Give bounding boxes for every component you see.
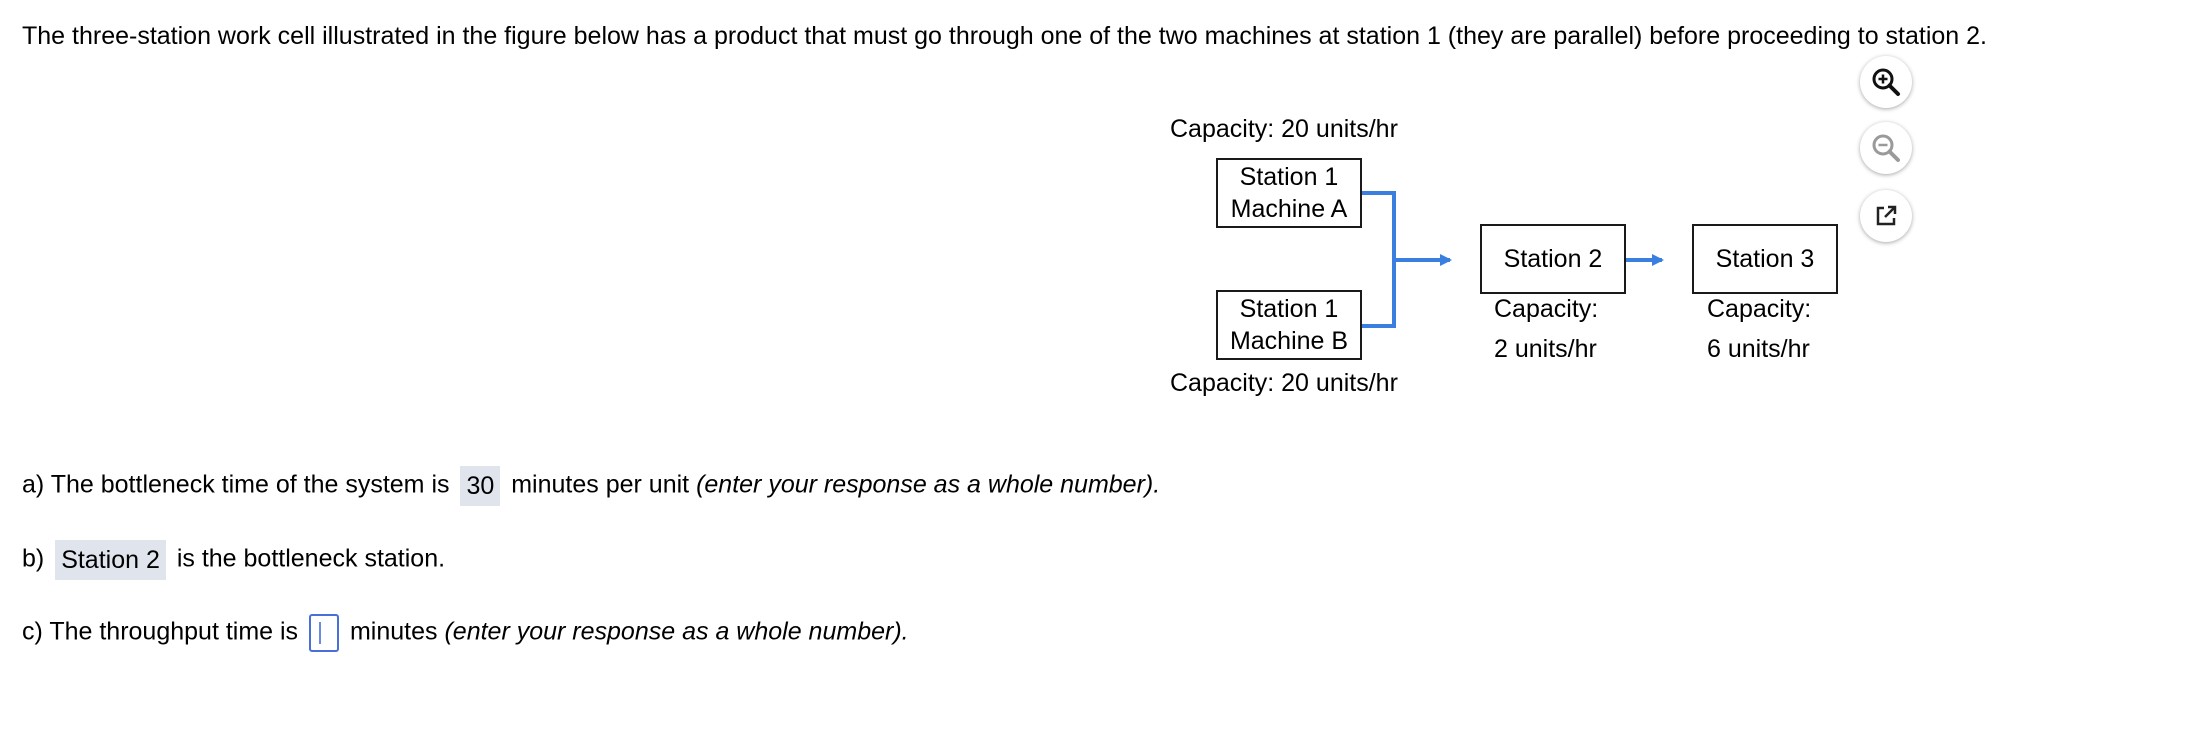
station-3-capacity-label: Capacity: bbox=[1707, 295, 1812, 323]
station-2-box: Station 2 bbox=[1480, 224, 1626, 294]
machine-b-capacity: Capacity: 20 units/hr bbox=[1170, 369, 1398, 397]
throughput-time-input[interactable] bbox=[309, 614, 340, 652]
machine-a-machine-label: Machine A bbox=[1230, 195, 1348, 223]
question-a-answer[interactable]: 30 bbox=[460, 466, 501, 506]
question-c: c) The throughput time is minutes (enter… bbox=[22, 614, 909, 652]
station-2-capacity-value: 2 units/hr bbox=[1494, 335, 1597, 363]
external-link-icon bbox=[1876, 205, 1897, 226]
connector-machine-a bbox=[1362, 191, 1396, 258]
problem-statement: The three-station work cell illustrated … bbox=[22, 22, 1988, 50]
zoom-out-button[interactable] bbox=[1860, 122, 1912, 174]
question-a-suffix: minutes per unit bbox=[511, 470, 690, 499]
question-a: a) The bottleneck time of the system is … bbox=[22, 466, 1160, 506]
work-cell-diagram: Capacity: 20 units/hr Station 1 Machine … bbox=[1150, 100, 1850, 410]
station-2-capacity-label: Capacity: bbox=[1494, 295, 1599, 323]
question-c-hint: (enter your response as a whole number). bbox=[444, 617, 909, 646]
question-b-prefix: b) bbox=[22, 544, 45, 573]
question-a-prefix: a) The bottleneck time of the system is bbox=[22, 470, 450, 499]
station-1-machine-b-box: Station 1 Machine B bbox=[1216, 290, 1362, 360]
question-c-prefix: c) The throughput time is bbox=[22, 617, 299, 646]
station-3-label: Station 3 bbox=[1715, 245, 1815, 273]
question-b-suffix: is the bottleneck station. bbox=[176, 544, 446, 573]
station-2-label: Station 2 bbox=[1503, 245, 1603, 273]
zoom-in-button[interactable] bbox=[1860, 56, 1912, 108]
station-3-capacity-value: 6 units/hr bbox=[1707, 335, 1810, 363]
open-external-button[interactable] bbox=[1860, 190, 1912, 242]
machine-a-capacity: Capacity: 20 units/hr bbox=[1170, 115, 1398, 143]
connector-machine-b bbox=[1362, 258, 1396, 328]
question-a-hint: (enter your response as a whole number). bbox=[696, 470, 1161, 499]
zoom-in-icon bbox=[1872, 68, 1900, 96]
question-c-suffix: minutes bbox=[349, 617, 438, 646]
zoom-out-icon bbox=[1872, 134, 1900, 162]
question-b-answer[interactable]: Station 2 bbox=[55, 540, 166, 580]
station-1-machine-a-box: Station 1 Machine A bbox=[1216, 158, 1362, 228]
machine-b-station-label: Station 1 bbox=[1239, 295, 1339, 323]
station-3-box: Station 3 bbox=[1692, 224, 1838, 294]
machine-b-machine-label: Machine B bbox=[1229, 327, 1349, 355]
question-b: b) Station 2 is the bottleneck station. bbox=[22, 540, 445, 580]
machine-a-station-label: Station 1 bbox=[1239, 163, 1339, 191]
